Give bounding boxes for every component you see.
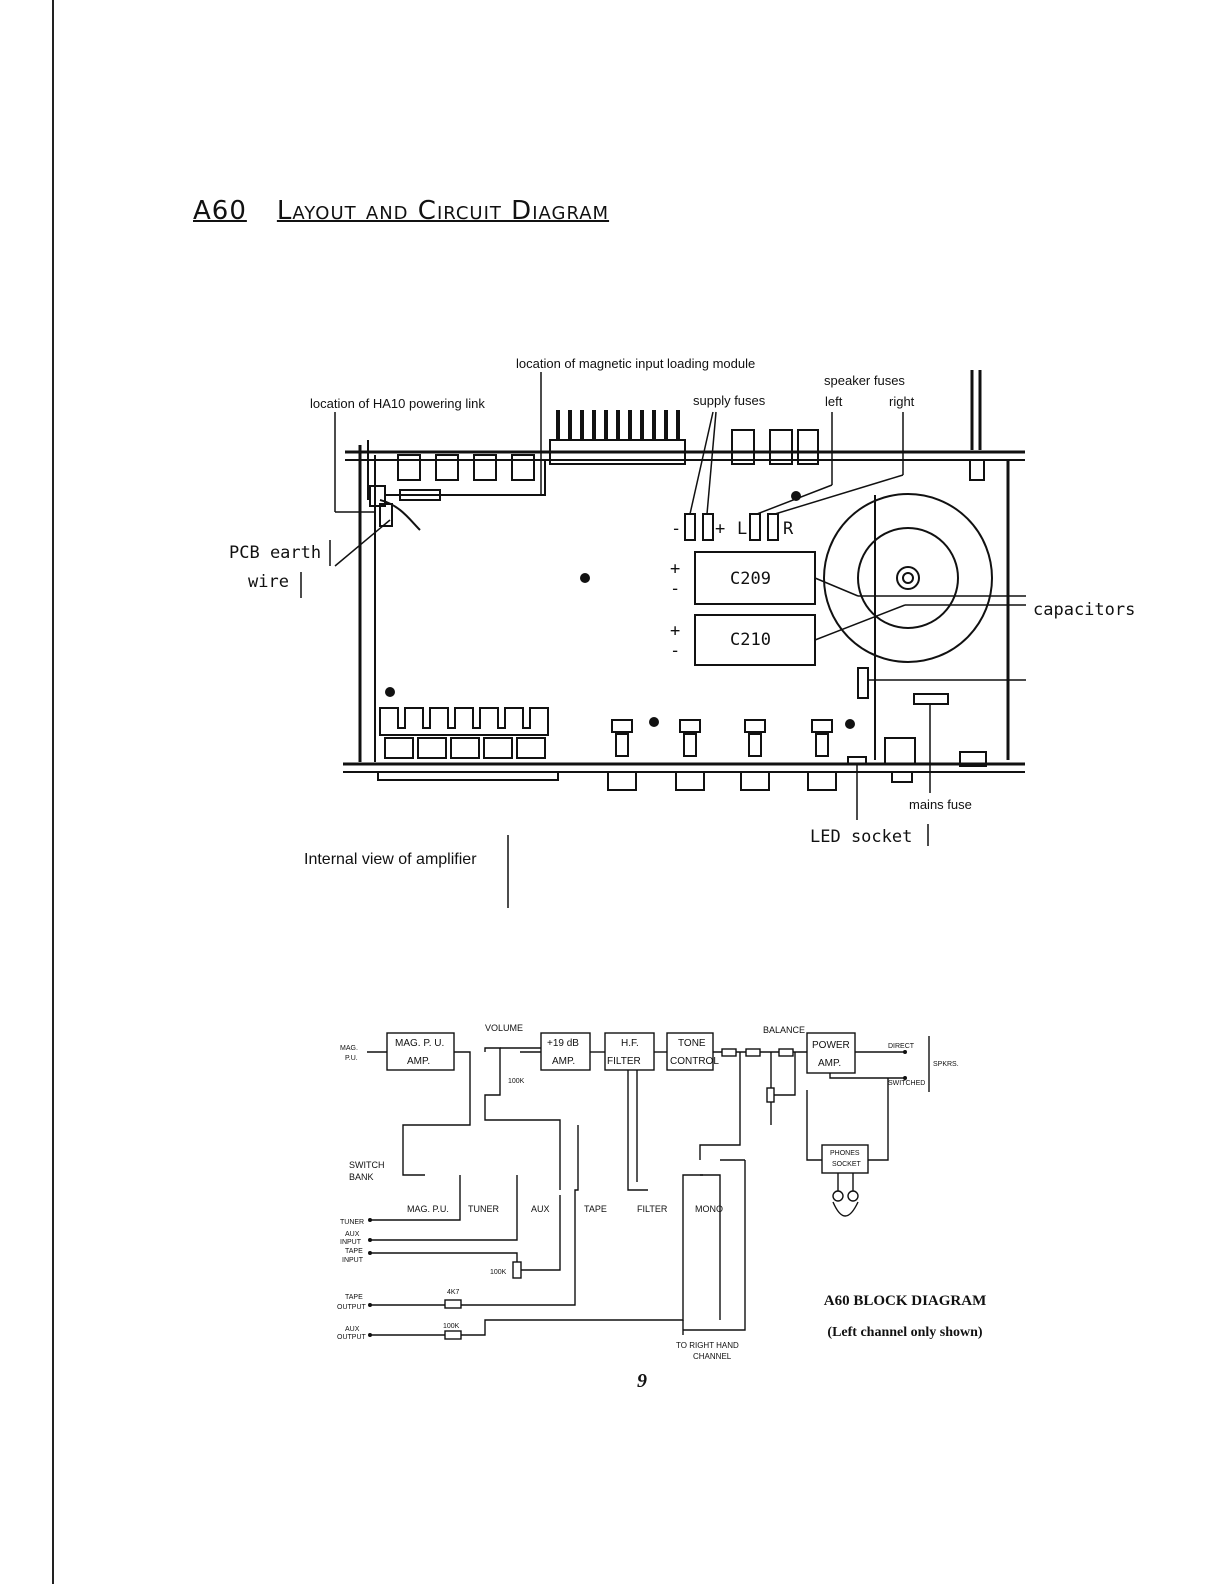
fuse-l: L — [737, 519, 747, 539]
out-tape-text1: TAPE — [345, 1294, 363, 1301]
capacitors-label: capacitors — [1033, 600, 1135, 620]
sw-filter-label: FILTER — [637, 1204, 668, 1214]
in-tuner-label: TUNER — [340, 1219, 364, 1226]
supply-fuses-label: supply fuses — [693, 393, 766, 408]
switch-bank-text1: SWITCH — [349, 1160, 385, 1170]
fuse-plus: + — [715, 519, 725, 539]
c210-label: C210 — [730, 630, 771, 650]
r100k-label: 100K — [443, 1323, 460, 1330]
page-title: A60 Layout and Circuit Diagram — [193, 196, 609, 226]
amp19-text2: AMP. — [552, 1056, 575, 1067]
magnetic-module-label: location of magnetic input loading modul… — [516, 356, 755, 371]
fuse-minus: - — [671, 519, 681, 539]
mains-fuse-label: mains fuse — [909, 797, 972, 812]
volume-pot-label: 100K — [508, 1078, 525, 1085]
direct-label: DIRECT — [888, 1043, 915, 1050]
mag-pu-amp-text1: MAG. P. U. — [395, 1038, 444, 1049]
mag-pu-amp-text2: AMP. — [407, 1056, 430, 1067]
in-tape-text2: INPUT — [342, 1257, 364, 1264]
title-main: Layout and Circuit Diagram — [276, 196, 610, 226]
spkrs-label: SPKRS. — [933, 1061, 959, 1068]
pcb-earth-label: PCB earth — [229, 543, 321, 563]
cap1-plus: + — [670, 559, 680, 579]
power-amp-block — [806, 1032, 856, 1074]
led-socket-label: LED socket — [810, 827, 912, 847]
in-aux-text1: AUX — [345, 1231, 360, 1238]
sw-tape-label: TAPE — [584, 1204, 607, 1214]
wire-label: wire — [248, 572, 289, 592]
output-transistor-row — [379, 707, 549, 736]
c209-label: C209 — [730, 569, 771, 589]
phones-text1: PHONES — [830, 1150, 860, 1157]
speaker-fuse-left — [749, 513, 761, 541]
speaker-fuse-right — [767, 513, 779, 541]
switch-bank-text2: BANK — [349, 1172, 374, 1182]
sw-mono-label: MONO — [695, 1204, 723, 1214]
tone-text1: TONE — [678, 1038, 706, 1049]
phones-text2: SOCKET — [832, 1161, 862, 1168]
mag-pu-input-text1: MAG. — [340, 1045, 358, 1052]
in-tape-text1: TAPE — [345, 1248, 363, 1255]
sw-magpu-label: MAG. P.U. — [407, 1204, 449, 1214]
front-pots — [607, 719, 837, 791]
cap2-minus: - — [670, 641, 680, 661]
mag-pu-input-text2: P.U. — [345, 1055, 358, 1062]
speaker-fuses-label: speaker fuses — [824, 373, 905, 388]
cap2-plus: + — [670, 621, 680, 641]
toroidal-transformer — [823, 493, 993, 663]
sw-aux-label: AUX — [531, 1204, 550, 1214]
mains-fuse — [913, 693, 949, 705]
r4k7-label: 4K7 — [447, 1289, 460, 1296]
balance-label: BALANCE — [763, 1025, 805, 1035]
page-number: 9 — [637, 1370, 647, 1392]
out-aux-text1: AUX — [345, 1326, 360, 1333]
block-diagram-title: A60 BLOCK DIAGRAM — [823, 1293, 987, 1309]
internal-view-caption: Internal view of amplifier — [304, 851, 477, 868]
pot2-label: 100K — [490, 1269, 507, 1276]
right-channel-text1: TO RIGHT HAND — [676, 1341, 739, 1350]
title-prefix: A60 — [193, 196, 247, 226]
hf-text2: FILTER — [607, 1056, 641, 1067]
right-channel-text2: CHANNEL — [693, 1352, 732, 1361]
amp19-text1: +19 dB — [547, 1038, 579, 1049]
block-diagram-subtitle: (Left channel only shown) — [827, 1325, 983, 1340]
in-aux-text2: INPUT — [340, 1239, 362, 1246]
binding-edge — [52, 0, 54, 1584]
tone-text2: CONTROL — [670, 1056, 719, 1067]
cap1-minus: - — [670, 579, 680, 599]
out-tape-text2: OUTPUT — [337, 1304, 367, 1311]
power-text1: POWER — [812, 1040, 850, 1051]
supply-fuse-2 — [702, 513, 714, 541]
ha10-link-label: location of HA10 powering link — [310, 396, 485, 411]
phones-socket-block — [821, 1144, 869, 1174]
speaker-right-label: right — [889, 394, 915, 409]
switched-label: SWITCHED — [888, 1080, 925, 1087]
out-aux-text2: OUTPUT — [337, 1334, 367, 1341]
volume-label: VOLUME — [485, 1023, 523, 1033]
fuse-r: R — [783, 519, 794, 539]
power-text2: AMP. — [818, 1058, 841, 1069]
speaker-left-label: left — [825, 394, 843, 409]
hf-text1: H.F. — [621, 1038, 639, 1049]
sw-tuner-label: TUNER — [468, 1204, 499, 1214]
